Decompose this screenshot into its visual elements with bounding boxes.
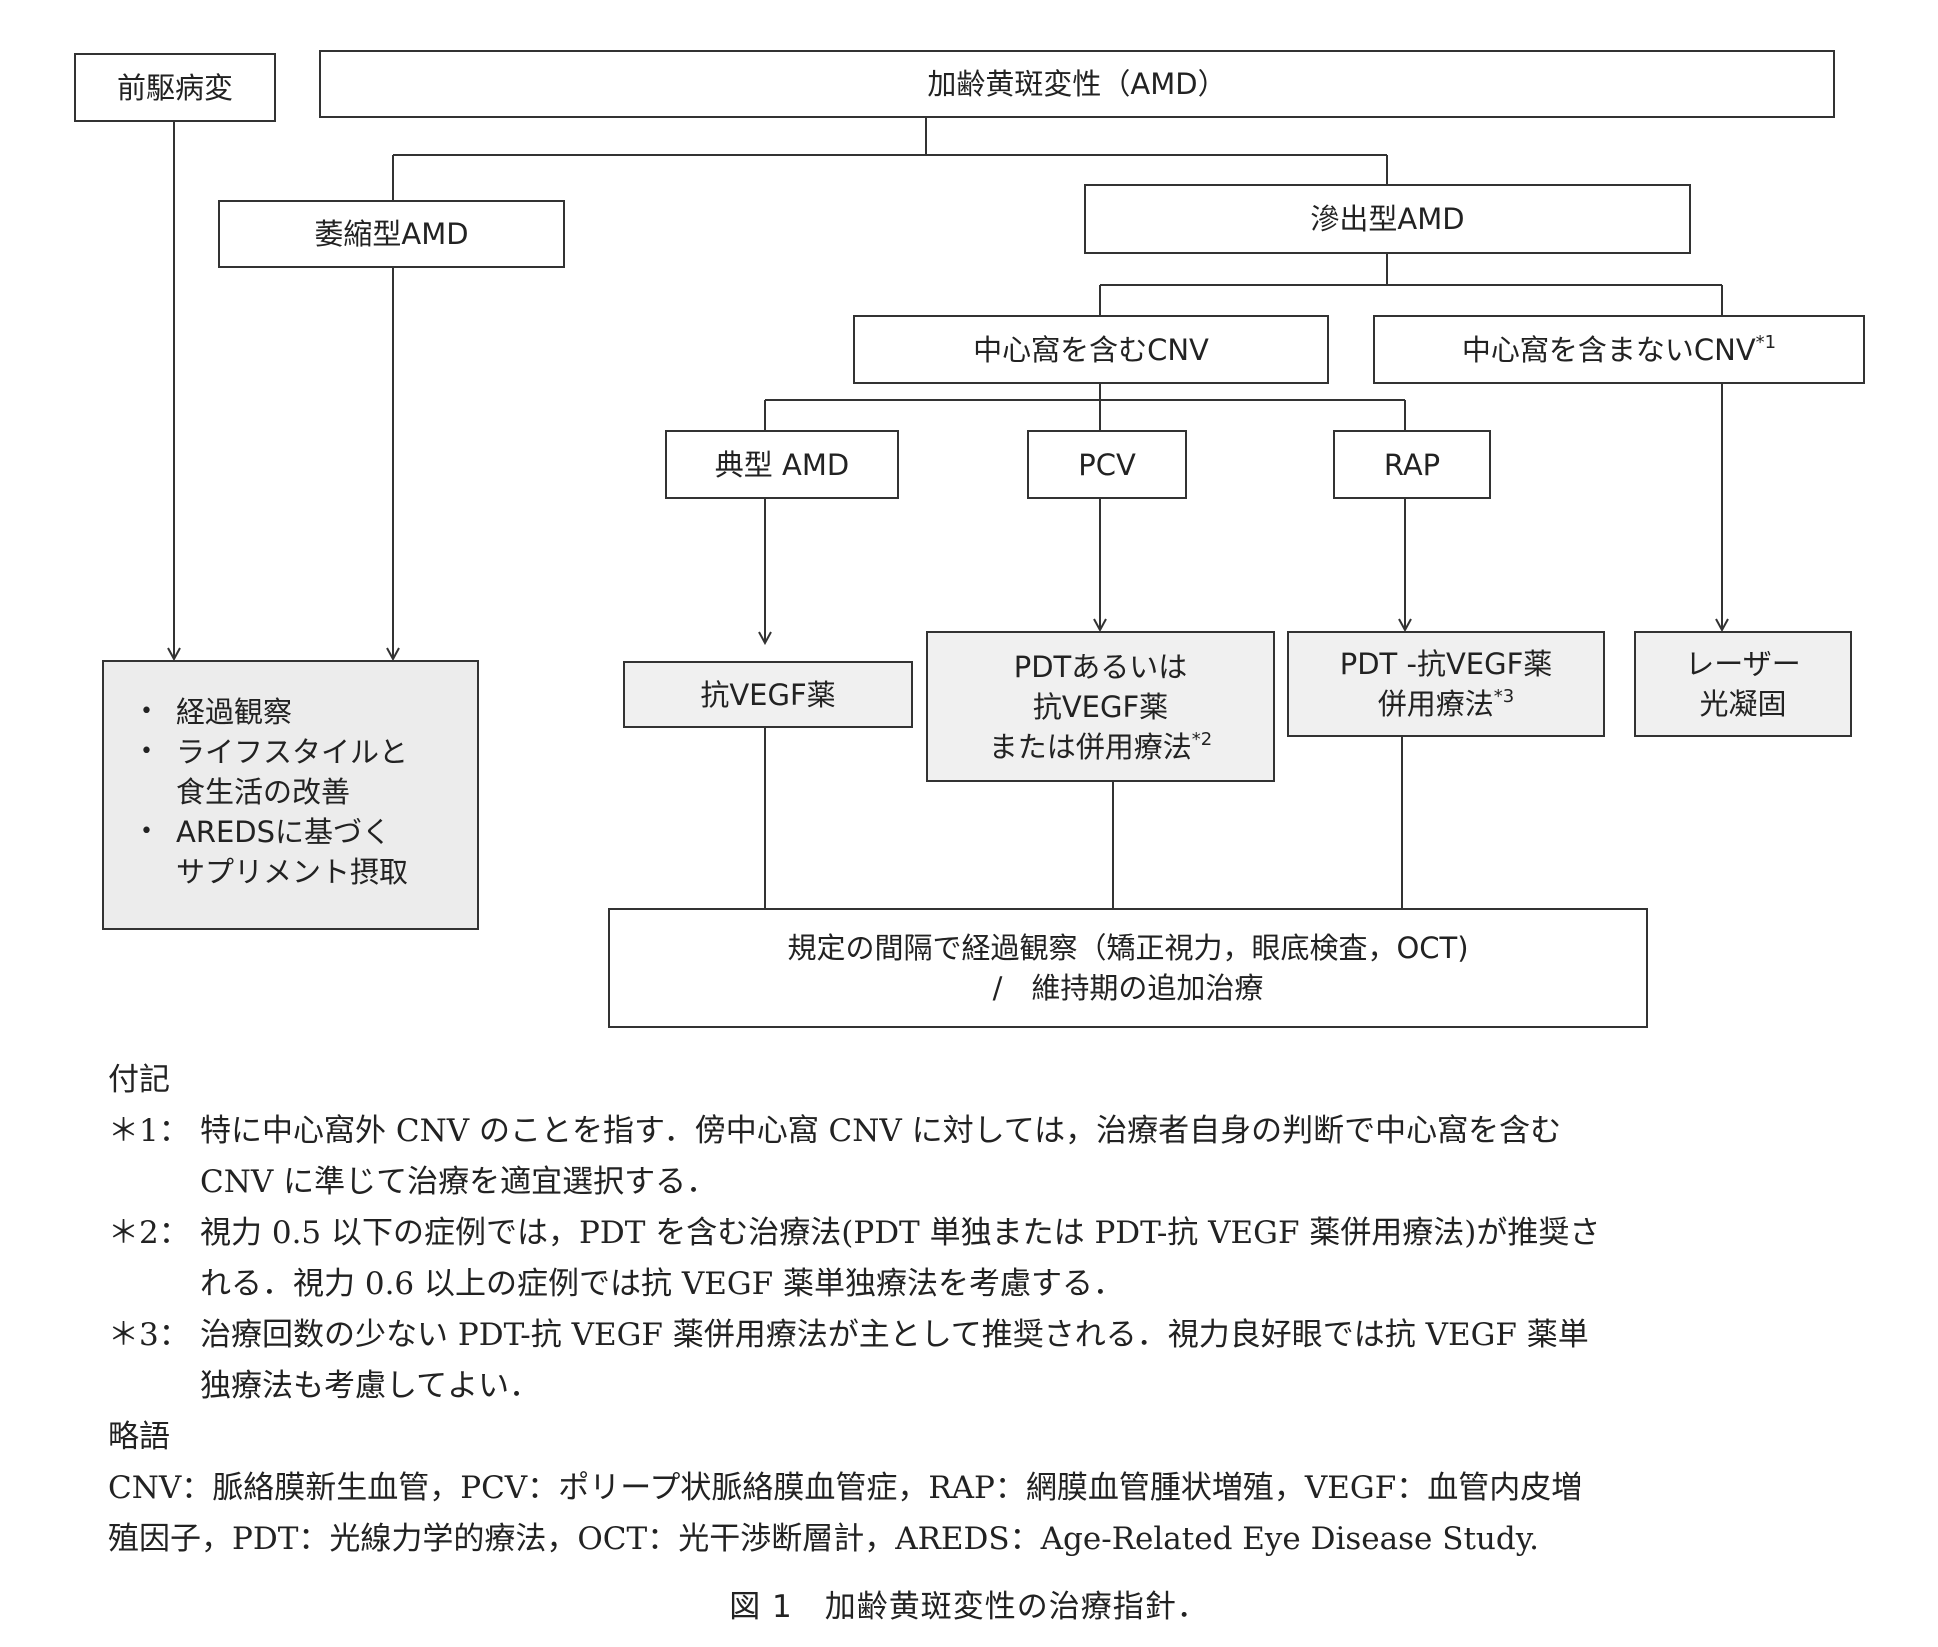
pdt-line3: または併用療法*2 [988, 728, 1213, 764]
figure-caption: 図 1 加齢黄斑変性の治療指針． [729, 1589, 1209, 1625]
pcv-box: PCV [1027, 430, 1187, 499]
anti-vegf-box: 抗VEGF薬 [623, 661, 913, 728]
wet-amd-box: 滲出型AMD [1084, 184, 1691, 254]
note-2: ＊2： 視力 0.5 以下の症例では，PDT を含む治療法(PDT 単独または … [108, 1208, 1858, 1310]
subfoveal-cnv-label: 中心窩を含むCNV [973, 332, 1209, 367]
precursor-label: 前駆病変 [116, 70, 233, 105]
notes-section: 付記 ＊1： 特に中心窩外 CNV のことを指す．傍中心窩 CNV に対しては，… [108, 1055, 1858, 1565]
typical-amd-label: 典型 AMD [714, 447, 850, 482]
dry-amd-box: 萎縮型AMD [218, 200, 565, 268]
note-marker: ＊2： [108, 1215, 190, 1251]
follow-up-line2: / 維持期の追加治療 [992, 971, 1264, 1005]
note-1: ＊1： 特に中心窩外 CNV のことを指す．傍中心窩 CNV に対しては，治療者… [108, 1106, 1858, 1208]
connector-lines [0, 117, 1938, 908]
follow-up-line1: 規定の間隔で経過観察（矯正視力，眼底検査，OCT) [787, 931, 1469, 965]
pdt-or-anti-vegf-box: PDTあるいは 抗VEGF薬 または併用療法*2 [926, 631, 1275, 782]
footnote-marker: *1 [1755, 331, 1777, 353]
note-marker: ＊3： [108, 1317, 190, 1353]
follow-up-box: 規定の間隔で経過観察（矯正視力，眼底検査，OCT) / 維持期の追加治療 [608, 908, 1648, 1028]
footnote-marker: *3 [1493, 686, 1515, 707]
pcv-label: PCV [1078, 447, 1136, 482]
care-item-observation: 経過観察 [124, 692, 477, 732]
anti-vegf-label: 抗VEGF薬 [700, 677, 836, 712]
amd-box: 加齢黄斑変性（AMD） [319, 50, 1835, 118]
extrafoveal-cnv-box: 中心窩を含まないCNV*1 [1373, 315, 1865, 384]
rap-box: RAP [1333, 430, 1491, 499]
subfoveal-cnv-box: 中心窩を含むCNV [853, 315, 1329, 384]
laser-line2: 光凝固 [1699, 687, 1787, 721]
pdt-combo-line2: 併用療法*3 [1377, 686, 1515, 721]
laser-box: レーザー 光凝固 [1634, 631, 1852, 737]
abbreviations-text: CNV：脈絡膜新生血管，PCV：ポリープ状脈絡膜血管症，RAP：網膜血管腫状増殖… [108, 1470, 1583, 1557]
pdt-combo-box: PDT -抗VEGF薬 併用療法*3 [1287, 631, 1605, 737]
dry-amd-label: 萎縮型AMD [314, 217, 469, 251]
note-text: 治療回数の少ない PDT-抗 VEGF 薬併用療法が主として推奨される．視力良好… [200, 1317, 1589, 1404]
notes-heading: 付記 [108, 1062, 170, 1098]
pdt-line1: PDTあるいは [1013, 649, 1188, 684]
amd-label: 加齢黄斑変性（AMD） [927, 67, 1227, 101]
laser-line1: レーザー [1685, 647, 1801, 681]
note-text: 特に中心窩外 CNV のことを指す．傍中心窩 CNV に対しては，治療者自身の判… [200, 1113, 1562, 1200]
abbreviations-heading: 略語 [108, 1419, 170, 1455]
typical-amd-box: 典型 AMD [665, 430, 899, 499]
wet-amd-label: 滲出型AMD [1310, 202, 1465, 236]
rap-label: RAP [1383, 447, 1441, 482]
footnote-marker: *2 [1191, 728, 1213, 750]
pdt-combo-line1: PDT -抗VEGF薬 [1339, 647, 1553, 681]
note-3: ＊3： 治療回数の少ない PDT-抗 VEGF 薬併用療法が主として推奨される．… [108, 1310, 1858, 1412]
note-text: 視力 0.5 以下の症例では，PDT を含む治療法(PDT 単独または PDT-… [200, 1215, 1601, 1302]
note-marker: ＊1： [108, 1113, 190, 1149]
pdt-line2: 抗VEGF薬 [1032, 689, 1169, 724]
precursor-lesion-box: 前駆病変 [74, 53, 276, 122]
extrafoveal-cnv-label: 中心窩を含まないCNV*1 [1461, 331, 1777, 367]
